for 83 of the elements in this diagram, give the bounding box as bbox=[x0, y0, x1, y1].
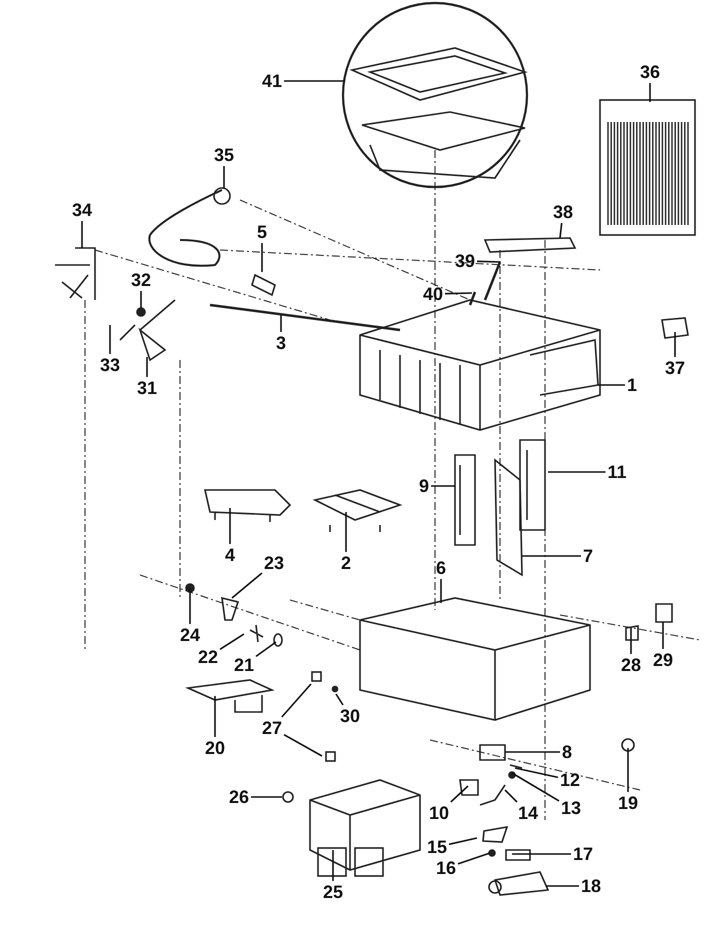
leader-line bbox=[674, 332, 676, 357]
leader-line bbox=[514, 767, 558, 778]
callout-number: 4 bbox=[224, 545, 236, 565]
leader-line bbox=[458, 852, 490, 865]
callout-number: 26 bbox=[228, 787, 250, 807]
callout-number: 12 bbox=[559, 770, 582, 790]
leader-line bbox=[231, 572, 263, 599]
leader-line bbox=[229, 508, 231, 544]
leader-line bbox=[284, 80, 345, 82]
leader-line bbox=[476, 260, 500, 263]
callout-number: 32 bbox=[130, 270, 152, 290]
leader-line bbox=[649, 83, 651, 102]
leader-line bbox=[261, 243, 263, 272]
callout-number: 37 bbox=[664, 358, 686, 378]
leader-line bbox=[220, 633, 244, 650]
callout-number: 40 bbox=[422, 284, 444, 304]
leader-line bbox=[214, 696, 216, 737]
callout-number: 23 bbox=[263, 553, 286, 573]
leader-line bbox=[512, 853, 571, 855]
callout-number: 7 bbox=[582, 546, 594, 566]
callout-number: 9 bbox=[418, 476, 430, 496]
leader-line bbox=[444, 292, 472, 294]
leader-line bbox=[332, 850, 334, 881]
callout-number: 16 bbox=[435, 858, 458, 878]
leader-line bbox=[280, 315, 282, 332]
callout-number: 33 bbox=[99, 355, 122, 375]
callout-number: 5 bbox=[256, 222, 268, 242]
callout-number: 24 bbox=[179, 625, 202, 645]
callout-number: 14 bbox=[517, 803, 540, 823]
callout-number: 3 bbox=[275, 333, 288, 353]
leader-line bbox=[146, 357, 148, 377]
leader-line bbox=[504, 789, 518, 803]
leader-line bbox=[522, 555, 581, 557]
callout-number: 21 bbox=[233, 655, 256, 675]
callout-number: 35 bbox=[213, 145, 236, 165]
leader-line bbox=[284, 734, 322, 757]
leader-line bbox=[512, 772, 560, 802]
callout-number: 6 bbox=[435, 558, 448, 578]
leader-line bbox=[256, 641, 276, 658]
callout-number: 28 bbox=[620, 655, 642, 675]
callout-number: 39 bbox=[454, 251, 476, 271]
leader-line bbox=[345, 512, 347, 552]
callout-number: 8 bbox=[561, 742, 574, 762]
leader-line bbox=[431, 485, 455, 487]
leader-line bbox=[251, 796, 282, 798]
leader-line bbox=[505, 751, 560, 753]
callout-number: 27 bbox=[261, 718, 284, 738]
callout-number: 1 bbox=[626, 375, 638, 395]
leader-line bbox=[548, 471, 606, 473]
leader-line bbox=[627, 748, 629, 792]
callout-number: 30 bbox=[339, 706, 362, 726]
callout-number: 41 bbox=[261, 71, 284, 91]
leader-line bbox=[450, 785, 469, 803]
leader-line bbox=[630, 628, 632, 654]
leader-line bbox=[223, 166, 225, 188]
callout-number: 2 bbox=[340, 553, 352, 573]
leader-line bbox=[598, 384, 625, 386]
callout-number: 25 bbox=[322, 882, 344, 902]
callout-number: 17 bbox=[572, 844, 594, 864]
callout-number: 10 bbox=[428, 803, 450, 823]
leader-line bbox=[281, 683, 312, 718]
leader-line bbox=[448, 837, 478, 846]
callout-number: 20 bbox=[204, 738, 226, 758]
callout-number: 11 bbox=[606, 462, 628, 482]
leader-line bbox=[546, 885, 579, 887]
leader-line bbox=[81, 221, 83, 248]
callout-number: 19 bbox=[617, 793, 640, 813]
callout-number: 22 bbox=[197, 647, 220, 667]
callout-number: 38 bbox=[552, 202, 574, 222]
callout-number: 36 bbox=[639, 62, 662, 82]
leader-line bbox=[140, 291, 142, 308]
leader-line bbox=[335, 694, 344, 706]
callout-number: 13 bbox=[560, 798, 582, 818]
callout-number: 34 bbox=[71, 200, 94, 220]
leader-line bbox=[189, 588, 191, 624]
callout-number: 29 bbox=[652, 650, 674, 670]
callout-number: 15 bbox=[426, 837, 448, 857]
leader-line bbox=[440, 579, 442, 603]
leader-line bbox=[662, 622, 664, 649]
callout-number: 31 bbox=[136, 378, 158, 398]
leader-line bbox=[559, 222, 562, 238]
callout-number: 18 bbox=[580, 876, 602, 896]
leader-line bbox=[109, 325, 111, 354]
